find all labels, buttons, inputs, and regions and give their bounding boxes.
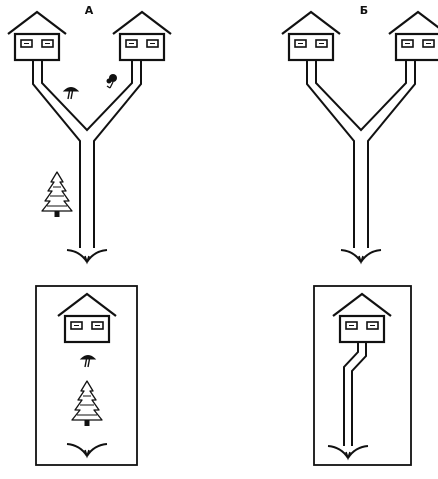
road-y bbox=[32, 60, 142, 248]
panel-b bbox=[280, 10, 438, 466]
frame-a bbox=[35, 285, 138, 466]
spruce-tree-icon bbox=[41, 171, 73, 218]
panel-a bbox=[6, 10, 173, 466]
road-y bbox=[306, 60, 416, 248]
road-single bbox=[343, 342, 367, 446]
panel-label-a: А bbox=[84, 4, 94, 17]
spruce-tree-icon bbox=[71, 380, 103, 427]
arrow-tip-icon bbox=[327, 445, 369, 459]
arrow-tip-icon bbox=[66, 443, 108, 457]
house-icon bbox=[331, 292, 393, 344]
mushroom-icon bbox=[63, 86, 79, 100]
frame-b bbox=[313, 285, 412, 466]
house-icon bbox=[56, 292, 118, 344]
panel-label-b: Б bbox=[359, 4, 369, 17]
house-icon bbox=[6, 10, 68, 62]
flower-icon bbox=[106, 74, 117, 89]
mushroom-icon bbox=[80, 354, 96, 368]
house-icon bbox=[387, 10, 438, 62]
arrow-tip-icon bbox=[66, 249, 108, 263]
house-icon bbox=[111, 10, 173, 62]
house-icon bbox=[280, 10, 342, 62]
arrow-tip-icon bbox=[340, 249, 382, 263]
